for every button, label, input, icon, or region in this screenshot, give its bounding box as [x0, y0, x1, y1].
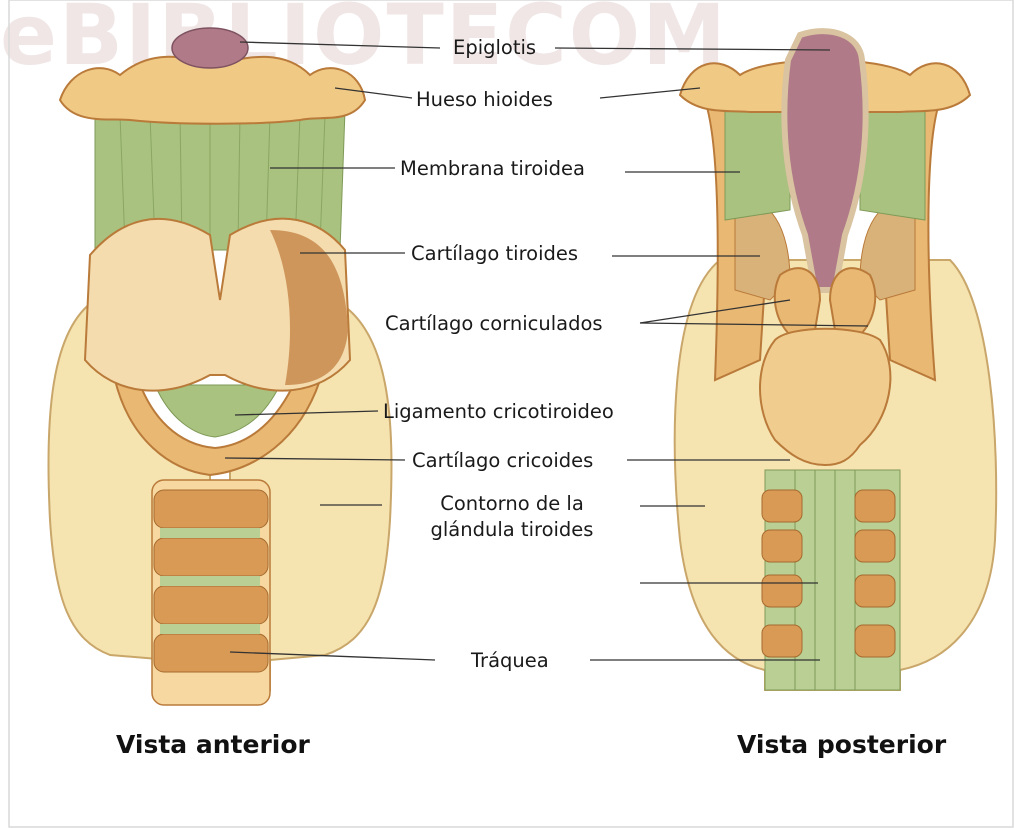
label-ligamento-cricotiroideo: Ligamento cricotiroideo: [383, 400, 614, 423]
label-hueso-hioides: Hueso hioides: [416, 88, 553, 111]
posterior-trachea: [762, 470, 900, 690]
caption-vista-anterior: Vista anterior: [116, 730, 310, 759]
posterior-epiglottis: [784, 31, 865, 290]
label-cartilago-tiroides: Cartílago tiroides: [411, 242, 578, 265]
leader-epiglotis-right: [555, 48, 830, 50]
label-contorno-glandula: Contorno de la glándula tiroides: [412, 491, 612, 543]
label-cartilago-cricoides: Cartílago cricoides: [412, 449, 593, 472]
label-membrana-tiroidea: Membrana tiroidea: [400, 157, 585, 180]
label-epiglotis: Epiglotis: [453, 36, 536, 59]
anterior-trachea: [152, 480, 270, 705]
label-contorno-line2: glándula tiroides: [412, 517, 612, 543]
caption-vista-posterior: Vista posterior: [737, 730, 946, 759]
posterior-view: [675, 31, 996, 690]
leader-epiglotis-left: [240, 42, 440, 48]
label-traquea: Tráquea: [471, 649, 549, 672]
label-contorno-line1: Contorno de la: [412, 491, 612, 517]
anterior-epiglottis: [172, 28, 248, 68]
label-cartilago-corniculados: Cartílago corniculados: [385, 312, 603, 335]
anterior-view: [48, 28, 391, 705]
